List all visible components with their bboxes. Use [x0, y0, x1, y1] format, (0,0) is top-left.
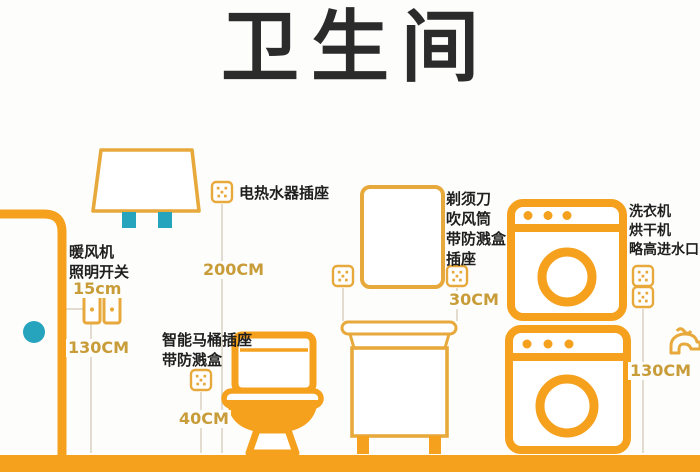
vanity-label-line: 剃须刀 [446, 190, 492, 208]
mirror [360, 185, 445, 289]
toilet-outlet-label: 智能马桶插座 带防溅盒 [162, 330, 252, 370]
washing-machine [507, 199, 627, 321]
toilet-label-line: 智能马桶插座 [162, 331, 253, 349]
floor-line [0, 455, 700, 472]
laundry-label-line: 略高进水口 [629, 242, 699, 258]
dryer-knob-dot [564, 339, 574, 349]
water-heater-leg [122, 212, 136, 228]
water-heater-height-label: 200CM [201, 260, 267, 279]
switch-height-label: 15cm [71, 279, 124, 298]
vanity-left-socket-icon [331, 264, 355, 288]
toilet-bowl [227, 400, 318, 433]
sink-cabinet [350, 346, 449, 438]
toilet-pedestal [245, 426, 300, 457]
toilet-label-line: 带防溅盒 [162, 351, 223, 369]
vanity-right-socket-icon [445, 264, 469, 288]
toilet [221, 331, 324, 457]
laundry-label: 洗衣机 烘干机 略高进水口 [629, 203, 699, 260]
washer-knob-dot [543, 211, 553, 220]
washer-knob-dot [523, 211, 533, 220]
dryer-drum [535, 374, 599, 438]
switch-icon [102, 293, 122, 325]
water-heater-body [91, 148, 201, 213]
door-knob-icon [23, 321, 45, 343]
water-heater-socket-icon [210, 180, 234, 204]
door-outlet-height-label: 130CM [66, 338, 132, 357]
toilet-socket-icon [189, 368, 213, 392]
vanity-height-label: 30CM [447, 290, 501, 309]
switch-icon [82, 293, 102, 325]
sink-basin [348, 332, 451, 350]
page-title: 卫生间 [220, 3, 491, 93]
door [0, 209, 67, 455]
washer-knob-dot [562, 211, 572, 220]
door-label-line: 暖风机 [69, 243, 115, 261]
door-label-line: 照明开关 [69, 263, 130, 281]
vanity-label-line: 插座 [446, 250, 477, 268]
sink-countertop [340, 320, 458, 336]
sink-leg [357, 436, 369, 454]
vanity-outlet-label: 剃须刀 吹风筒 带防溅盒 插座 [446, 189, 506, 269]
dryer-knob-dot [543, 339, 553, 349]
water-heater-outlet-label: 电热水器插座 [239, 184, 330, 202]
laundry-socket-icon [631, 264, 655, 288]
vanity-label-line: 吹风筒 [446, 210, 492, 228]
door-fixtures-label: 暖风机 照明开关 [69, 242, 129, 282]
sink-vanity [340, 320, 458, 454]
dryer-machine [505, 325, 631, 454]
vanity-label-line: 带防溅盒 [446, 230, 507, 248]
laundry-socket-icon [631, 285, 655, 309]
faucet-icon [669, 327, 700, 355]
laundry-height-label: 130CM [628, 361, 694, 380]
washer-drum [537, 247, 597, 307]
water-heater [91, 148, 201, 228]
toilet-height-label: 40CM [177, 409, 231, 428]
dryer-knob-dot [522, 339, 532, 349]
laundry-label-line: 烘干机 [629, 223, 671, 239]
door-frame [0, 209, 67, 455]
water-heater-leg [158, 212, 172, 228]
laundry-label-line: 洗衣机 [629, 204, 671, 220]
sink-leg [429, 436, 441, 454]
